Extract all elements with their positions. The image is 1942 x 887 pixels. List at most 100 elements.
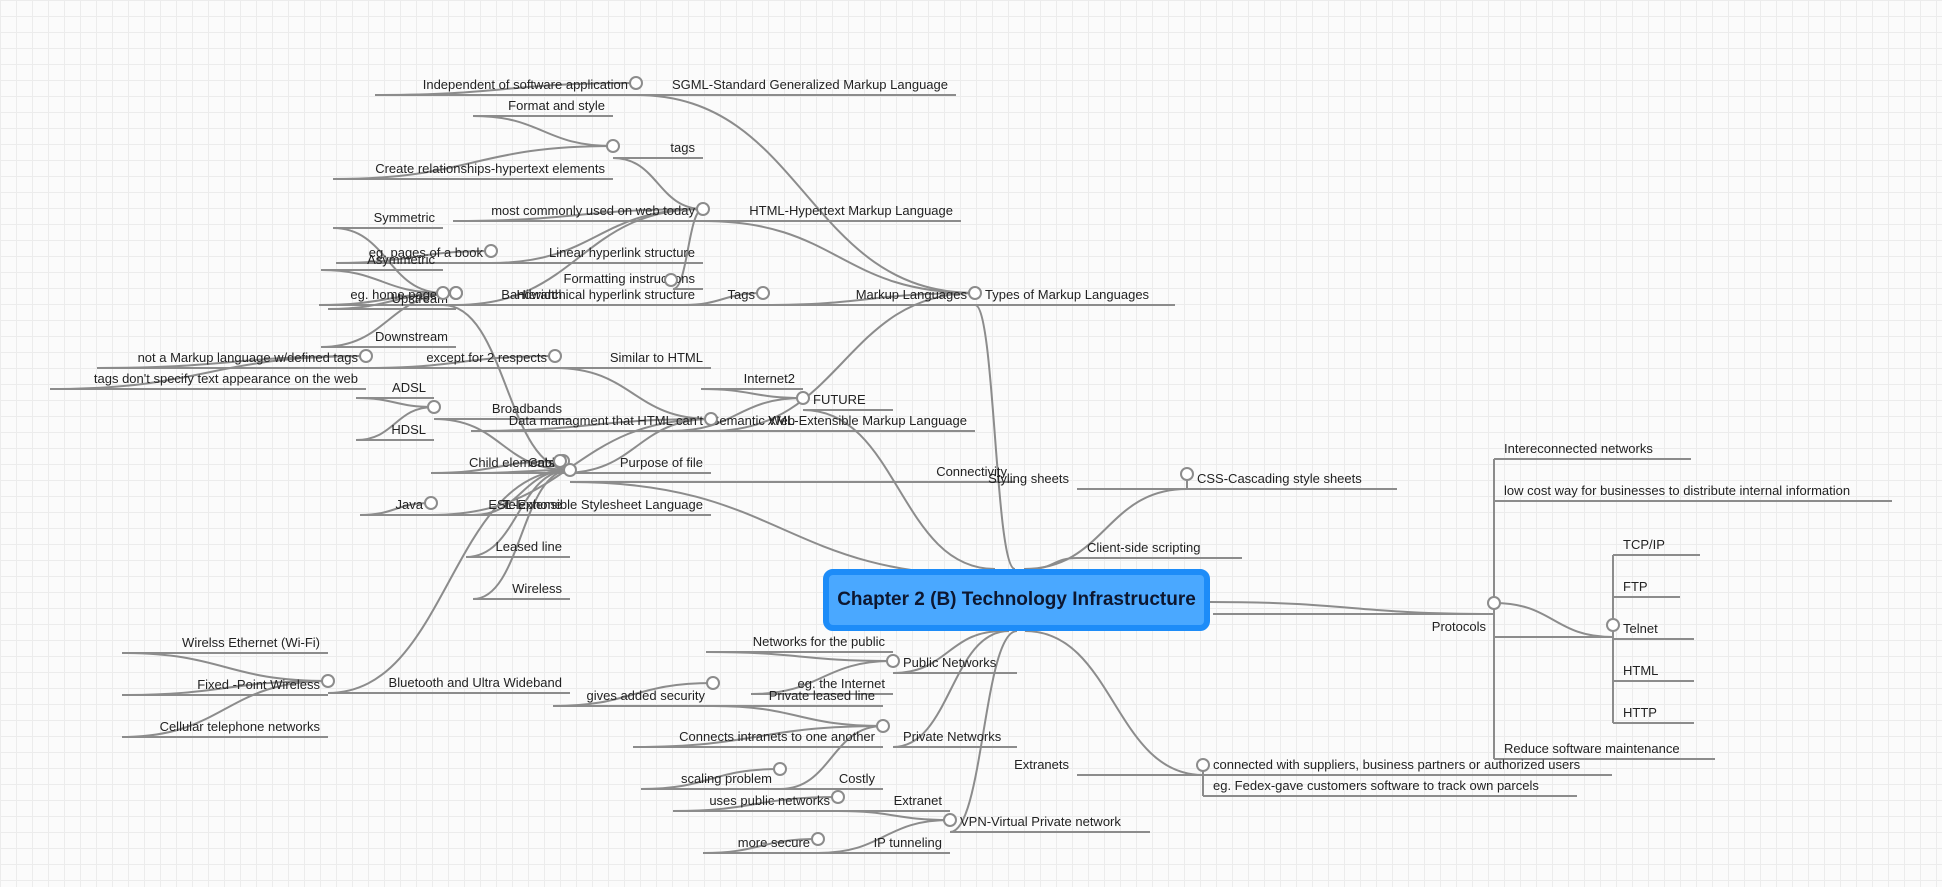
topic-lin1[interactable]: eg. pages of a book [369,245,484,260]
collapse-toggle-pll[interactable] [706,676,720,690]
collapse-toggle-esl[interactable] [424,496,438,510]
collapse-toggle-prvn[interactable] [876,719,890,733]
topic-xtn1[interactable]: connected with suppliers, business partn… [1213,757,1581,772]
topic-pll1[interactable]: gives added security [586,688,705,703]
topic-sw[interactable]: Semantic Web [711,413,795,428]
topic-p5[interactable]: HTTP [1623,705,1657,720]
topic-p2[interactable]: FTP [1623,579,1648,594]
collapse-toggle-sgml[interactable] [629,76,643,90]
topic-esl1[interactable]: Java [396,497,424,512]
topic-tags[interactable]: tags [670,140,695,155]
topic-sym[interactable]: Symmetric [374,210,436,225]
topic-hier1[interactable]: eg. home page... [350,287,448,302]
topic-bt3[interactable]: Cellular telephone networks [160,719,321,734]
topic-p1[interactable]: TCP/IP [1623,537,1665,552]
collapse-toggle-xtn[interactable] [1196,758,1210,772]
collapse-toggle-pubn[interactable] [886,654,900,668]
topic-lin[interactable]: Linear hyperlink structure [549,245,695,260]
collapse-toggle-cost[interactable] [773,762,787,776]
topic-sgml1[interactable]: Independent of software application [423,77,628,92]
topic-in2[interactable]: low cost way for businesses to distribut… [1504,483,1850,498]
topic-adsl[interactable]: ADSL [392,380,426,395]
topic-bt1[interactable]: Wirelss Ethernet (Wi-Fi) [182,635,320,650]
collapse-toggle-html[interactable] [696,202,710,216]
topic-tagsb[interactable]: Tags [728,287,756,302]
topic-purp1[interactable]: Child elements [469,455,555,470]
collapse-toggle-fut[interactable] [796,391,810,405]
topic-xml[interactable]: XML-Extensible Markup Language [768,413,967,428]
collapse-toggle-lin[interactable] [484,244,498,258]
topic-cost[interactable]: Costly [839,771,876,786]
topic-html[interactable]: HTML-Hypertext Markup Language [749,203,953,218]
topic-ll[interactable]: Leased line [496,539,563,554]
topic-tags2[interactable]: Create relationships-hypertext elements [375,161,605,176]
topic-mkl[interactable]: Markup Languages [856,287,968,302]
topic-vpn[interactable]: VPN-Virtual Private network [960,814,1121,829]
topic-hier[interactable]: Hierarchical hyperlink structure [517,287,695,302]
topic-in4[interactable]: Reduce software maintenance [1504,741,1680,756]
collapse-toggle-prot[interactable] [1606,618,1620,632]
topic-bt2[interactable]: Fixed -Point Wireless [197,677,320,692]
topic-html1[interactable]: most commonly used on web today [491,203,695,218]
topic-p4[interactable]: HTML [1623,663,1658,678]
topic-ext1[interactable]: uses public networks [709,793,830,808]
topic-esl[interactable]: ESL-Extensible Stylesheet Language [488,497,703,512]
topic-ss[interactable]: Styling sheets [988,471,1069,486]
topic-cost1[interactable]: scaling problem [681,771,772,786]
topic-prvn[interactable]: Private Networks [903,729,1002,744]
topic-css[interactable]: CSS-Cascading style sheets [1197,471,1362,486]
collapse-toggle-ipt[interactable] [811,832,825,846]
collapse-toggle-xml[interactable] [704,412,718,426]
topic-tml[interactable]: Types of Markup Languages [985,287,1150,302]
collapse-toggle-bt[interactable] [321,674,335,688]
collapse-toggle-conn[interactable] [563,463,577,477]
topic-simh1[interactable]: except for 2 respects [426,350,547,365]
collapse-toggle-asym[interactable] [449,286,463,300]
topic-simh1b[interactable]: tags don't specify text appearance on th… [94,371,358,386]
topic-simh[interactable]: Similar to HTML [610,350,703,365]
collapse-toggle-bb[interactable] [427,400,441,414]
topic-prot[interactable]: Protocols [1432,619,1487,634]
collapse-toggle-bw[interactable] [436,286,450,300]
collapse-toggle-simh1[interactable] [359,349,373,363]
topic-pub1[interactable]: Networks for the public [753,634,886,649]
collapse-toggle-tml[interactable] [968,286,982,300]
topic-pubn[interactable]: Public Networks [903,655,997,670]
topic-hdsl[interactable]: HDSL [391,422,426,437]
collapse-toggle-tagsB[interactable] [664,273,678,287]
topic-in1[interactable]: Intereconnected networks [1504,441,1653,456]
topic-purp[interactable]: Purpose of file [620,455,703,470]
collapse-toggle-mkl[interactable] [756,286,770,300]
topic-up[interactable]: Upstream [392,291,448,306]
topic-xml2[interactable]: Data managment that HTML can't [509,413,704,428]
topic-down[interactable]: Downstream [375,329,448,344]
topic-ext[interactable]: Extranet [894,793,943,808]
topic-bt[interactable]: Bluetooth and Ultra Wideband [389,675,562,690]
topic-prv2[interactable]: Connects intranets to one another [679,729,876,744]
topic-tags1[interactable]: Format and style [508,98,605,113]
topic-simh1a[interactable]: not a Markup language w/defined tags [138,350,359,365]
topic-wl[interactable]: Wireless [512,581,562,596]
topic-i2[interactable]: Internet2 [744,371,795,386]
topic-bb[interactable]: Broadbands [492,401,563,416]
topic-bw[interactable]: Bandwidth [501,287,562,302]
topic-cs[interactable]: Client-side scripting [1087,540,1200,555]
collapse-toggle-ext[interactable] [831,790,845,804]
topic-p3[interactable]: Telnet [1623,621,1658,636]
topic-ipt1[interactable]: more secure [738,835,810,850]
collapse-toggle-vpn[interactable] [943,813,957,827]
topic-pll[interactable]: Private leased line [769,688,875,703]
collapse-toggle-simh[interactable] [548,349,562,363]
collapse-toggle-ss[interactable] [1180,467,1194,481]
central-topic[interactable]: Chapter 2 (B) Technology Infrastructure [823,569,1210,631]
topic-asym[interactable]: Asymmetric [367,252,435,267]
topic-pub2[interactable]: eg. the Internet [798,676,886,691]
collapse-toggle-tags[interactable] [606,139,620,153]
collapse-toggle-cab[interactable] [553,454,567,468]
topic-xtn2[interactable]: eg. Fedex-gave customers software to tra… [1213,778,1539,793]
topic-fmt[interactable]: Formatting instructions [564,271,696,286]
topic-sgml[interactable]: SGML-Standard Generalized Markup Languag… [672,77,948,92]
topic-tel[interactable]: Telephone [502,497,562,512]
topic-xtn[interactable]: Extranets [1014,757,1069,772]
collapse-toggle-intr[interactable] [1487,596,1501,610]
